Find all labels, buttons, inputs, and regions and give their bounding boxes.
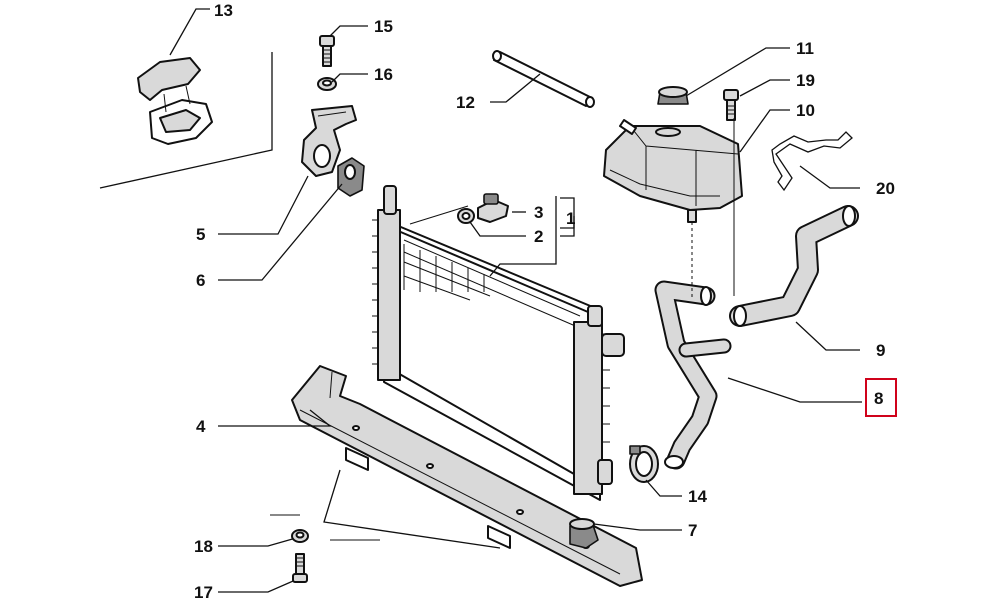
part-17-bolt: [292, 553, 308, 583]
leader-lines: [169, 8, 862, 593]
part-8-lower-hose: [654, 280, 732, 470]
label-11: 11: [796, 39, 814, 58]
part-1-radiator: [372, 185, 625, 501]
part-20-wire-clip: [771, 131, 853, 192]
label-12: 12: [456, 93, 475, 112]
label-8: 8: [874, 389, 883, 408]
part-12-breather-pipe: [492, 50, 595, 108]
label-17: 17: [194, 583, 213, 600]
label-20: 20: [876, 179, 895, 198]
inset-frame: [99, 52, 273, 189]
label-15: 15: [374, 17, 393, 36]
part-13-clip-bracket: [137, 57, 213, 145]
label-4: 4: [196, 417, 206, 436]
label-9: 9: [876, 341, 885, 360]
callout-labels: 13 15 16 5 6 3 2 1 12 11 19 10 20 9 4 14…: [194, 1, 897, 602]
part-19-screw: [723, 89, 739, 121]
part-18-washer: [291, 529, 309, 543]
label-10: 10: [796, 101, 815, 120]
label-13: 13: [214, 1, 233, 20]
label-14: 14: [688, 487, 707, 506]
label-6: 6: [196, 271, 205, 290]
part-9-upper-hose: [729, 205, 859, 327]
highlight-box: [865, 378, 897, 417]
part-10-expansion-tank: [603, 119, 743, 223]
part-2-seal-ring: [457, 208, 475, 224]
label-19: 19: [796, 71, 815, 90]
part-15-bolt: [319, 35, 335, 67]
label-3: 3: [534, 203, 543, 222]
part-11-cap: [657, 86, 689, 105]
part-7-rubber-mount: [569, 518, 599, 549]
label-16: 16: [374, 65, 393, 84]
part-14-hose-clamp: [629, 445, 659, 483]
part-6-rubber-pad: [337, 157, 365, 197]
label-1: 1: [566, 209, 575, 228]
part-5-mounting-bracket: [301, 105, 357, 177]
label-7: 7: [688, 521, 697, 540]
part-3-temp-sensor: [477, 193, 509, 223]
label-2: 2: [534, 227, 543, 246]
assembly-lines: [270, 118, 735, 541]
part-4-crossmember: [291, 365, 643, 587]
label-18: 18: [194, 537, 213, 556]
label-5: 5: [196, 225, 205, 244]
part-16-washer: [317, 77, 337, 91]
